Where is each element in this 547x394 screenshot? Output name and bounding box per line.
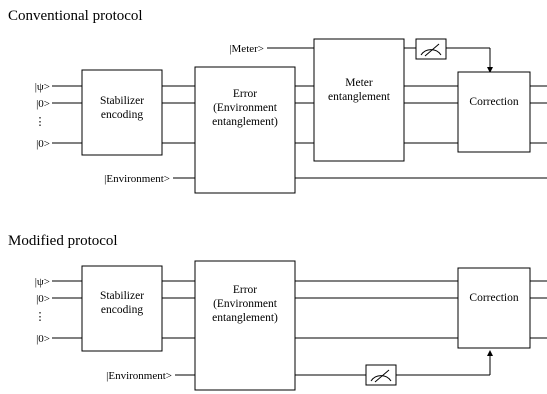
environment-label: |Environment>: [106, 370, 172, 382]
conventional-input-labels: |ψ> |0> ⋮ |0> |Meter> |Environment>: [35, 43, 265, 185]
input-psi: |ψ>: [35, 276, 50, 288]
meter-dial-icon: [415, 38, 447, 60]
svg-text:Meter: Meter: [345, 77, 373, 89]
svg-text:Stabilizer: Stabilizer: [100, 95, 144, 107]
meter-entanglement-box: Meter entanglement: [313, 38, 405, 162]
modified-encoding-box: Stabilizer encoding: [81, 265, 163, 352]
svg-text:Stabilizer: Stabilizer: [100, 290, 144, 302]
input-zero: |0>: [36, 293, 50, 305]
modified-input-labels: |ψ> |0> ⋮ |0> |Environment>: [35, 276, 173, 382]
svg-text:(Environment: (Environment: [213, 298, 278, 310]
svg-text:Error: Error: [233, 88, 257, 100]
svg-text:(Environment: (Environment: [213, 102, 278, 114]
conventional-wires: [52, 47, 547, 179]
conventional-title: Conventional protocol: [8, 8, 143, 24]
meter-dial-icon: [365, 364, 397, 386]
conventional-encoding-box: Stabilizer encoding: [81, 69, 163, 156]
input-zero: |0>: [36, 138, 50, 150]
ellipsis-dots: ⋮: [35, 116, 46, 128]
svg-text:Correction: Correction: [469, 96, 518, 108]
modified-error-box: Error (Environment entanglement): [194, 260, 296, 391]
svg-text:entanglement: entanglement: [328, 91, 391, 103]
modified-correction-box: Correction: [457, 267, 531, 349]
svg-text:Correction: Correction: [469, 292, 518, 304]
modified-title: Modified protocol: [8, 233, 118, 249]
ellipsis-dots: ⋮: [35, 311, 46, 323]
svg-text:entanglement): entanglement): [212, 116, 278, 128]
modified-wires: [52, 280, 547, 376]
input-zero: |0>: [36, 333, 50, 345]
input-zero: |0>: [36, 98, 50, 110]
meter-label: |Meter>: [229, 43, 264, 55]
input-psi: |ψ>: [35, 81, 50, 93]
conventional-correction-box: Correction: [457, 71, 531, 153]
conventional-error-box: Error (Environment entanglement): [194, 66, 296, 194]
svg-text:entanglement): entanglement): [212, 312, 278, 324]
svg-text:encoding: encoding: [101, 109, 143, 121]
svg-text:Error: Error: [233, 284, 257, 296]
svg-text:encoding: encoding: [101, 304, 143, 316]
environment-label: |Environment>: [104, 173, 170, 185]
